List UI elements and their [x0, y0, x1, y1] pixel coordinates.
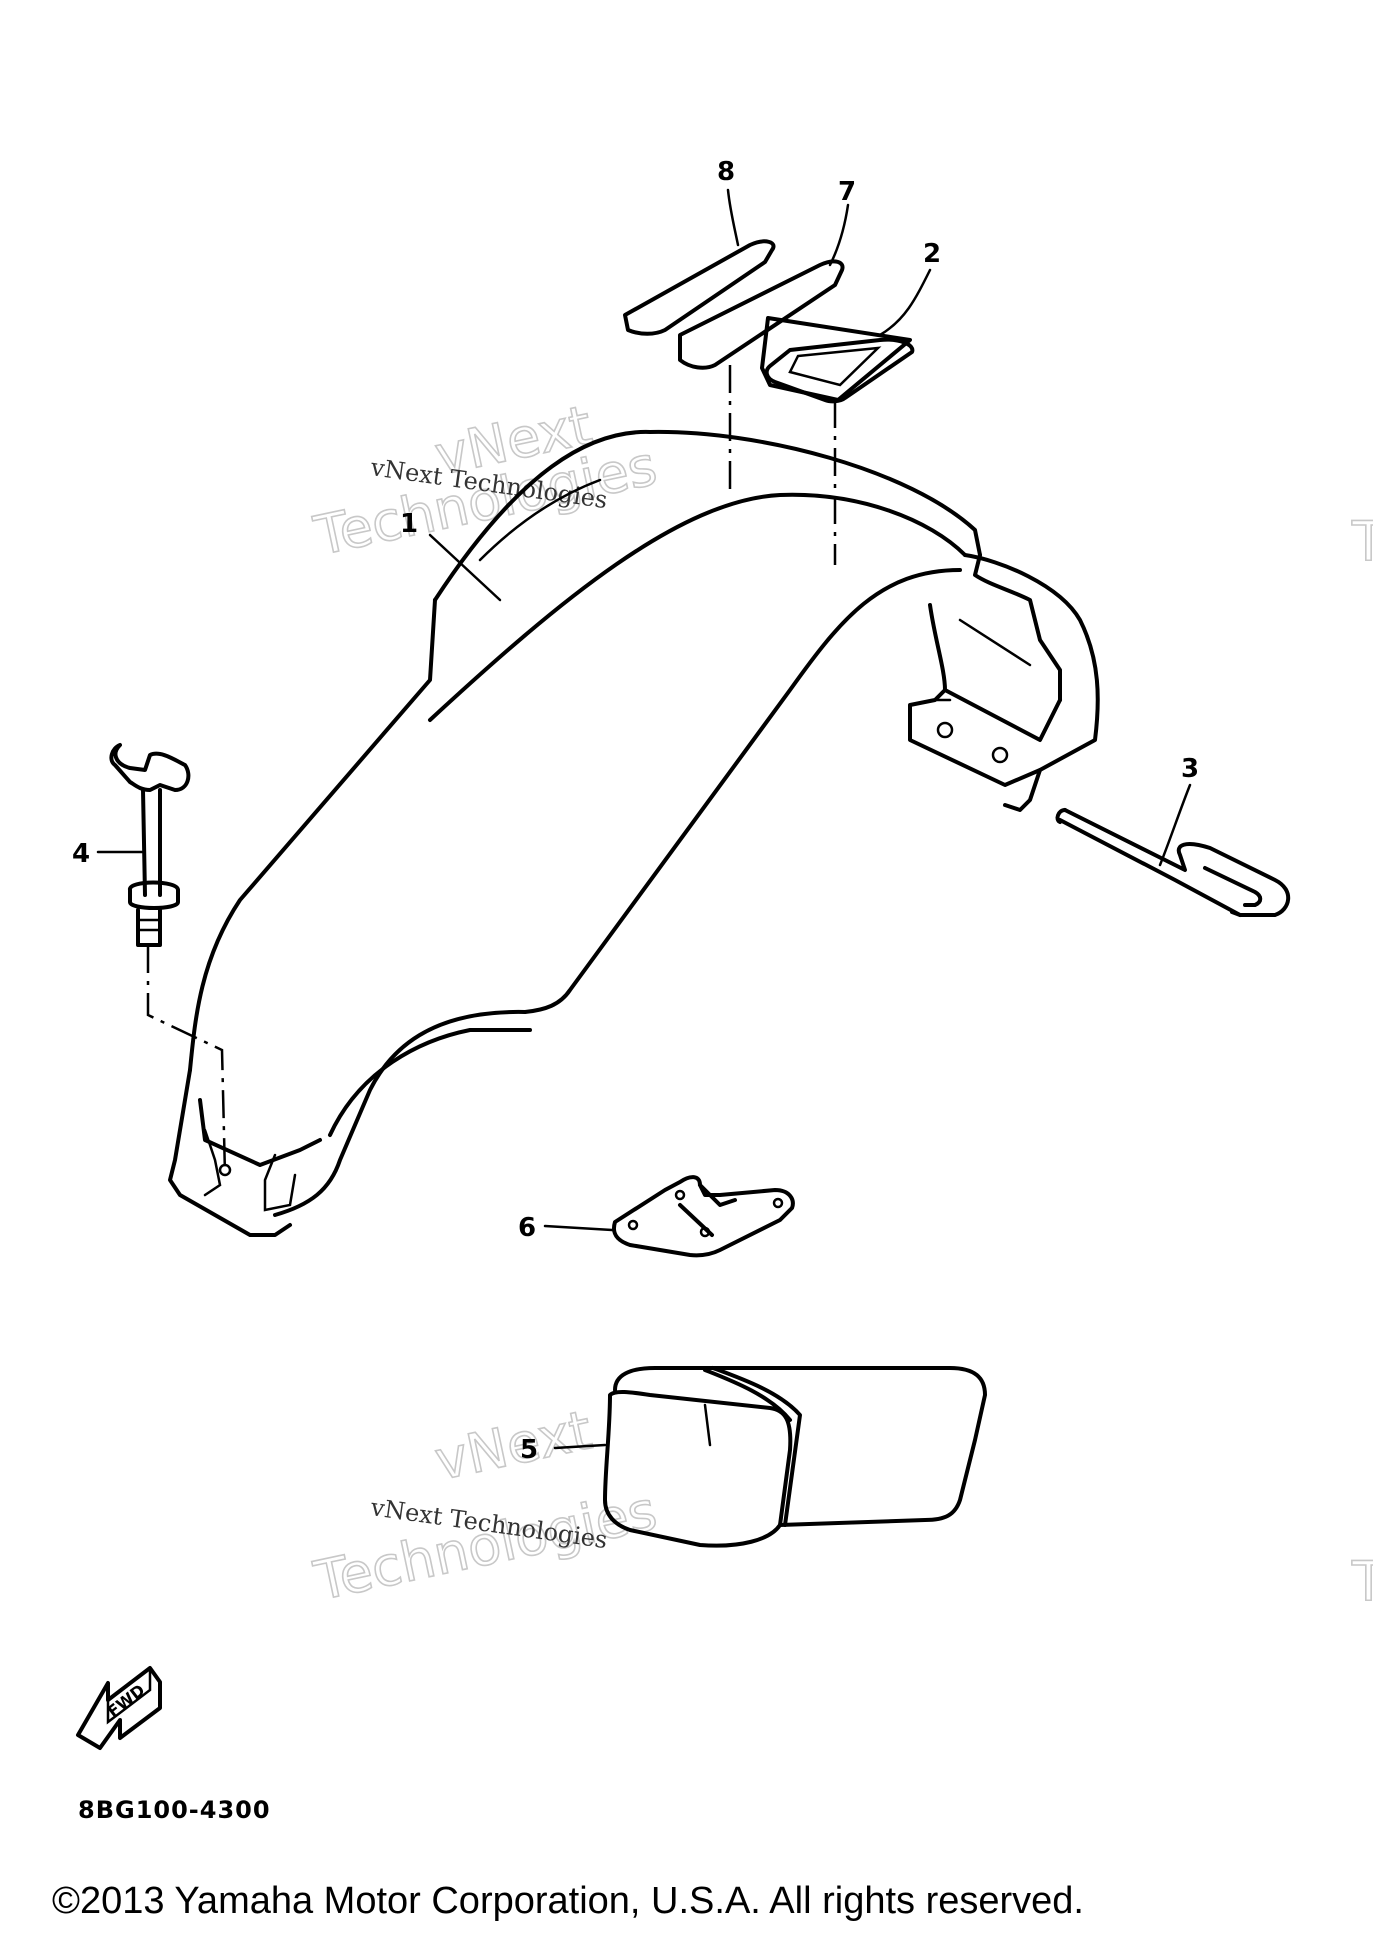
callout-4: 4	[72, 839, 90, 869]
watermark-top: vNext Technologies vNext Technologies	[308, 392, 663, 568]
watermark-logo-line1: vNext	[430, 1398, 597, 1492]
part-wing-bolt	[109, 743, 191, 947]
leader-line-5	[553, 1443, 607, 1450]
watermark-edge-fragment: T	[1351, 510, 1373, 573]
part-emblem	[760, 316, 915, 404]
drawing-code: 8BG100-4300	[78, 1796, 271, 1824]
callout-3: 3	[1181, 754, 1199, 784]
fwd-arrow-icon: FWD	[76, 1666, 162, 1750]
leader-line-6	[543, 1224, 614, 1232]
callout-6: 6	[518, 1213, 536, 1243]
leader-line-8	[726, 188, 740, 247]
callout-8: 8	[717, 157, 735, 187]
leader-line-1	[428, 533, 502, 602]
part-decal-middle	[678, 259, 845, 370]
leader-line-3	[1158, 783, 1192, 867]
part-rod	[1055, 808, 1291, 917]
part-decal-top	[623, 239, 776, 336]
leader-line-7	[828, 203, 850, 267]
watermark-edge-fragment: T	[1351, 1550, 1373, 1613]
part-fender	[168, 429, 1100, 1237]
leader-line-2	[878, 268, 932, 337]
callout-1: 1	[400, 509, 418, 539]
alignment-line-bolt	[146, 945, 227, 1176]
copyright-notice: ©2013 Yamaha Motor Corporation, U.S.A. A…	[52, 1880, 1084, 1922]
watermark-logo-line2: Technologies	[309, 1479, 662, 1613]
callout-2: 2	[923, 239, 941, 269]
callout-5: 5	[520, 1435, 538, 1465]
callout-7: 7	[838, 177, 856, 207]
part-tool-pouch	[603, 1366, 987, 1548]
part-bracket-plate	[611, 1175, 795, 1258]
